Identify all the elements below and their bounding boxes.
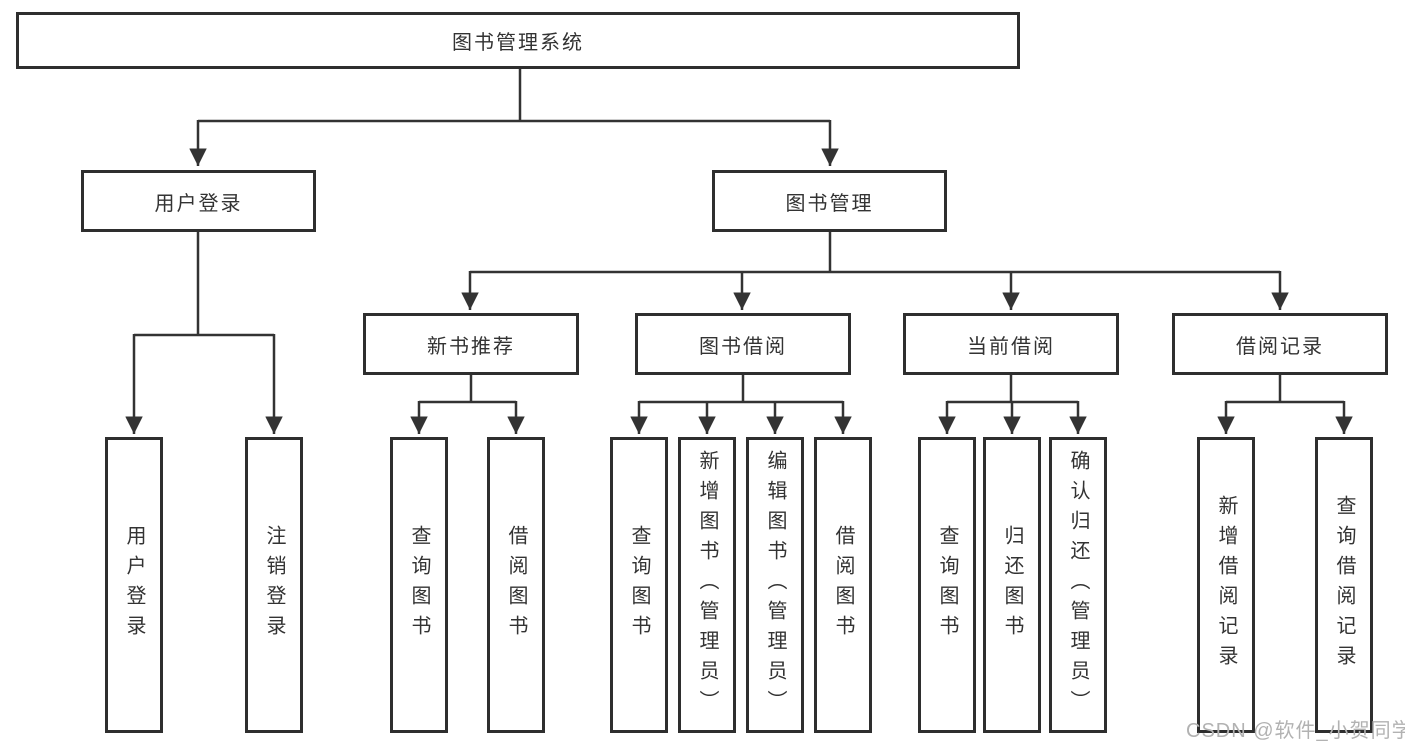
- leaf-borrow-books-recommend-label: 借阅图书: [505, 525, 527, 645]
- node-book-management-label: 图书管理: [785, 192, 874, 215]
- node-root: 图书管理系统: [16, 12, 1020, 69]
- leaf-edit-books-admin: 编辑图书（管理员）: [746, 437, 804, 733]
- node-book-management: 图书管理: [712, 170, 947, 232]
- node-current-borrow: 当前借阅: [903, 313, 1119, 375]
- leaf-query-books-recommend-label: 查询图书: [408, 525, 430, 645]
- node-borrow-records: 借阅记录: [1172, 313, 1388, 375]
- leaf-query-borrow-record: 查询借阅记录: [1315, 437, 1373, 733]
- leaf-logout: 注销登录: [245, 437, 303, 733]
- leaf-borrow-books: 借阅图书: [814, 437, 872, 733]
- leaf-add-borrow-record-label: 新增借阅记录: [1215, 495, 1237, 675]
- leaf-borrow-books-label: 借阅图书: [832, 525, 854, 645]
- leaf-query-borrow-record-label: 查询借阅记录: [1333, 495, 1355, 675]
- node-book-borrow: 图书借阅: [635, 313, 851, 375]
- leaf-add-books-admin: 新增图书（管理员）: [678, 437, 736, 733]
- node-book-borrow-label: 图书借阅: [699, 335, 787, 358]
- leaf-confirm-return-admin: 确认归还（管理员）: [1049, 437, 1107, 733]
- node-user-login: 用户登录: [81, 170, 316, 232]
- watermark: CSDN @软件_小贺同学: [1186, 720, 1405, 742]
- leaf-return-books: 归还图书: [983, 437, 1041, 733]
- leaf-add-books-admin-label: 新增图书（管理员）: [696, 450, 718, 720]
- leaf-edit-books-admin-label: 编辑图书（管理员）: [764, 450, 786, 720]
- leaf-borrow-books-recommend: 借阅图书: [487, 437, 545, 733]
- node-root-label: 图书管理系统: [452, 32, 584, 54]
- leaf-return-books-label: 归还图书: [1001, 525, 1023, 645]
- node-new-book-recommend: 新书推荐: [363, 313, 579, 375]
- leaf-logout-label: 注销登录: [263, 525, 285, 645]
- node-current-borrow-label: 当前借阅: [967, 335, 1055, 358]
- leaf-user-login: 用户登录: [105, 437, 163, 733]
- leaf-user-login-label: 用户登录: [123, 525, 145, 645]
- leaf-query-books-current-label: 查询图书: [936, 525, 958, 645]
- leaf-add-borrow-record: 新增借阅记录: [1197, 437, 1255, 733]
- leaf-query-books-recommend: 查询图书: [390, 437, 448, 733]
- leaf-query-books-current: 查询图书: [918, 437, 976, 733]
- node-new-book-recommend-label: 新书推荐: [427, 335, 515, 358]
- node-borrow-records-label: 借阅记录: [1236, 335, 1324, 358]
- leaf-query-books-borrow-label: 查询图书: [628, 525, 650, 645]
- node-user-login-label: 用户登录: [154, 192, 243, 215]
- leaf-confirm-return-admin-label: 确认归还（管理员）: [1067, 450, 1089, 720]
- leaf-query-books-borrow: 查询图书: [610, 437, 668, 733]
